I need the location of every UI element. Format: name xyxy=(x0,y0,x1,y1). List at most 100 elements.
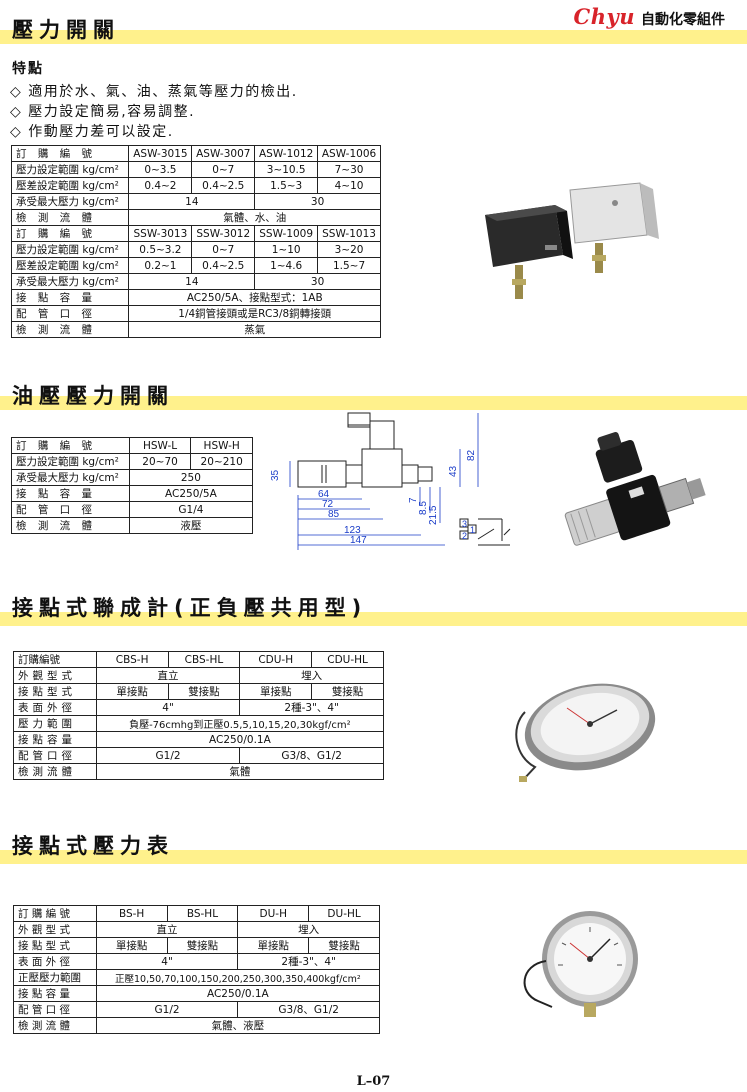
table-cell: 單接點 xyxy=(237,937,310,954)
table-cell: 單接點 xyxy=(95,937,168,954)
table-row: 外觀型式 直立 埋入 xyxy=(13,667,384,684)
row-label: 外 觀 型 式 xyxy=(13,921,97,938)
page-number: L–07 xyxy=(356,1074,391,1089)
table-row: 壓力設定範圍 kg/cm² 0~3.5 0~7 3~10.5 7~30 xyxy=(10,161,381,178)
table-cell: AC250/0.1A xyxy=(95,985,381,1002)
table-row: 承受最大壓力 kg/cm² 14 30 xyxy=(10,193,381,210)
table-cell: 0.5~3.2 xyxy=(128,241,193,258)
table-row: 表面外徑 4" 2種-3"、4" xyxy=(13,699,384,716)
row-label: 配管口徑 xyxy=(13,747,97,764)
contact-pressure-gauge-photo xyxy=(523,911,638,1017)
spec-table-compound-gauge: 訂購編號 CBS-H CBS-HL CDU-H CDU-HL 外觀型式 直立 埋… xyxy=(13,651,385,780)
table-cell: 氣體、水、油 xyxy=(128,209,381,226)
brand-text: 自動化零組件 xyxy=(641,12,725,28)
table-row: 接點型式 單接點 雙接點 單接點 雙接點 xyxy=(13,683,384,700)
table-row: 配管口徑 G1/2 G3/8、G1/2 xyxy=(13,747,384,764)
table-cell: ASW-1006 xyxy=(317,145,381,162)
section-title-contact-gauge: 接點式壓力表 xyxy=(12,834,174,858)
feature-item: ◇ 壓力設定簡易,容易調整. xyxy=(10,104,196,120)
table-row: 接 點 容 量 AC250/5A xyxy=(11,485,254,502)
table-row: 檢 測 流 體 液壓 xyxy=(11,517,254,534)
row-label: 配 管 口 徑 xyxy=(11,501,130,518)
dimension-label: 64 xyxy=(318,489,330,500)
table-row: 表 面 外 徑 4" 2種-3"、4" xyxy=(13,953,380,970)
table-cell: 2種-3"、4" xyxy=(237,953,380,970)
row-label: 表 面 外 徑 xyxy=(13,953,97,970)
table-cell: G3/8、G1/2 xyxy=(237,1001,380,1018)
brand-logo: Chyu xyxy=(573,4,635,29)
table-cell: BS-H xyxy=(95,905,168,922)
row-label: 接點容量 xyxy=(13,731,97,748)
table-cell: 雙接點 xyxy=(311,683,384,700)
row-label: 訂 購 編 號 xyxy=(13,905,97,922)
row-label: 配 管 口 徑 xyxy=(13,1001,97,1018)
table-cell: 雙接點 xyxy=(308,937,380,954)
row-label: 訂 購 編 號 xyxy=(10,225,130,242)
row-label: 壓力設定範圍 kg/cm² xyxy=(10,241,130,258)
table-cell: SSW-1009 xyxy=(254,225,319,242)
spec-table-hydraulic-switch: 訂 購 編 號 HSW-L HSW-H 壓力設定範圍 kg/cm² 20~70 … xyxy=(11,437,254,534)
table-row: 壓差設定範圍 kg/cm² 0.4~2 0.4~2.5 1.5~3 4~10 xyxy=(10,177,381,194)
section-title-bar xyxy=(0,396,747,410)
table-row: 壓力範圍 負壓-76cmhg到正壓0.5,5,10,15,20,30kgf/cm… xyxy=(13,715,385,732)
row-label: 配 管 口 徑 xyxy=(10,305,130,322)
table-row: 壓力設定範圍 kg/cm² 0.5~3.2 0~7 1~10 3~20 xyxy=(10,241,381,258)
pressure-switch-photo xyxy=(485,182,659,299)
table-cell: 3~20 xyxy=(317,241,381,258)
dimension-label: 7 xyxy=(408,497,419,503)
row-label: 檢 測 流 體 xyxy=(13,1017,97,1034)
table-cell: AC250/0.1A xyxy=(95,731,385,748)
table-cell: 單接點 xyxy=(239,683,313,700)
brand-header: Chyu 自動化零組件 xyxy=(574,4,725,29)
table-cell: CBS-H xyxy=(95,651,169,668)
table-cell: 負壓-76cmhg到正壓0.5,5,10,15,20,30kgf/cm² xyxy=(95,715,385,732)
table-cell: 14 xyxy=(128,193,256,210)
table-cell: AC250/5A、接點型式：1AB xyxy=(128,289,381,306)
table-cell: DU-H xyxy=(237,905,310,922)
table-row: 訂購編號 CBS-H CBS-HL CDU-H CDU-HL xyxy=(13,651,384,668)
table-cell: 20~70 xyxy=(128,453,192,470)
table-row: 壓力設定範圍 kg/cm² 20~70 20~210 xyxy=(11,453,253,470)
table-row: 外 觀 型 式 直立 埋入 xyxy=(13,921,380,938)
table-cell: ASW-3007 xyxy=(191,145,256,162)
table-cell: BS-HL xyxy=(166,905,239,922)
table-cell: 0.4~2.5 xyxy=(191,177,256,194)
table-cell: ASW-1012 xyxy=(254,145,319,162)
table-cell: DU-HL xyxy=(308,905,380,922)
features-heading: 特點 xyxy=(12,61,44,77)
spec-table-pressure-switch: 訂 購 編 號 ASW-3015 ASW-3007 ASW-1012 ASW-1… xyxy=(10,145,381,338)
row-label: 外觀型式 xyxy=(13,667,97,684)
table-row: 配 管 口 徑 G1/4 xyxy=(11,501,254,518)
spec-table-contact-gauge: 訂 購 編 號 BS-H BS-HL DU-H DU-HL 外 觀 型 式 直立… xyxy=(13,905,381,1034)
row-label: 檢 測 流 體 xyxy=(10,321,130,338)
dimension-label: 147 xyxy=(350,535,367,546)
table-cell: 0.4~2 xyxy=(128,177,193,194)
row-label: 檢 測 流 體 xyxy=(11,517,130,534)
table-cell: 4~10 xyxy=(317,177,381,194)
table-row: 承受最大壓力 kg/cm² 14 30 xyxy=(10,273,381,290)
row-label: 壓差設定範圍 kg/cm² xyxy=(10,177,130,194)
row-label: 檢測流體 xyxy=(13,763,97,780)
section-title-bar xyxy=(0,612,747,626)
section-title-pressure-switch: 壓力開關 xyxy=(12,18,120,42)
terminal-label: 1 xyxy=(470,525,475,535)
table-cell: G1/2 xyxy=(95,747,241,764)
table-cell: 3~10.5 xyxy=(254,161,319,178)
table-cell: 0.4~2.5 xyxy=(191,257,256,274)
table-cell: CBS-HL xyxy=(167,651,241,668)
terminal-label: 3 xyxy=(462,519,467,529)
table-cell: 2種-3"、4" xyxy=(239,699,384,716)
table-cell: 氣體 xyxy=(95,763,385,780)
table-cell: G3/8、G1/2 xyxy=(239,747,384,764)
dimension-label: 8.5 xyxy=(418,501,429,515)
table-cell: 埋入 xyxy=(237,921,380,938)
table-cell: ASW-3015 xyxy=(128,145,193,162)
section-title-hydraulic-switch: 油壓壓力開關 xyxy=(12,384,174,408)
table-cell: G1/2 xyxy=(95,1001,239,1018)
table-row: 檢 測 流 體 氣體、水、油 xyxy=(10,209,381,226)
table-cell: 蒸氣 xyxy=(128,321,381,338)
dimension-label: 21.5 xyxy=(428,505,439,525)
section-title-compound-gauge: 接點式聯成計(正負壓共用型) xyxy=(12,596,368,620)
table-cell: 雙接點 xyxy=(167,683,241,700)
table-row: 正壓壓力範圍 正壓10,50,70,100,150,200,250,300,35… xyxy=(13,969,381,986)
